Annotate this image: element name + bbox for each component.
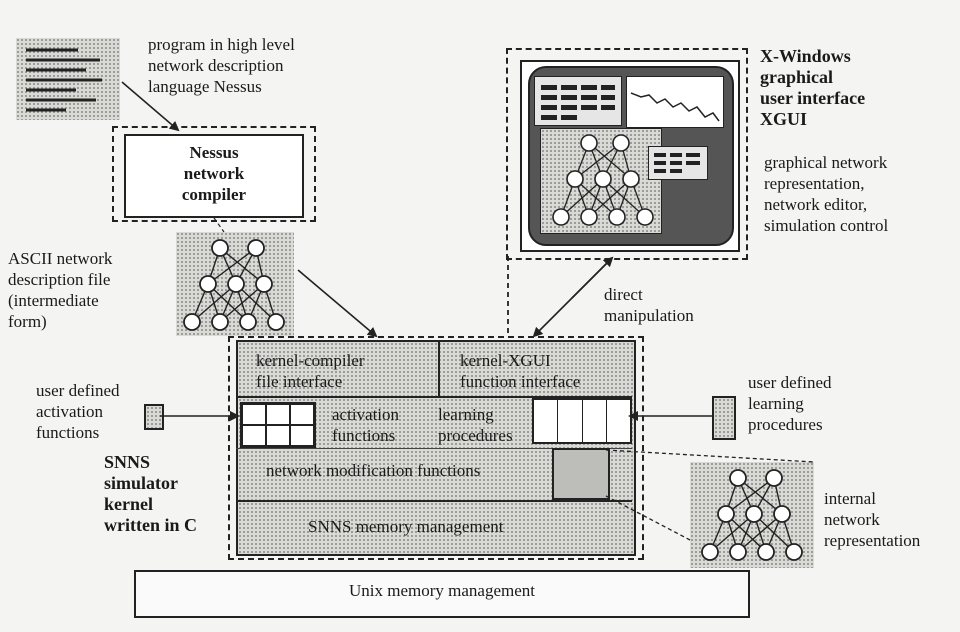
xgui-graph-panel xyxy=(626,76,724,128)
internal-connector-bottom xyxy=(605,495,691,541)
user-activation-label: user defined activation functions xyxy=(36,381,120,442)
compiler-dashed-border xyxy=(112,126,316,222)
compiler-interface-label: kernel-compiler file interface xyxy=(256,351,365,391)
memory-management-label: SNNS memory management xyxy=(308,517,504,536)
activation-functions-label: activation functions xyxy=(332,405,400,445)
xgui-dashed-border xyxy=(506,48,748,260)
compiler-box xyxy=(124,134,304,218)
xgui-description: graphical network representation, networ… xyxy=(764,153,889,235)
xgui-interface-label: kernel-XGUI function interface xyxy=(460,351,581,391)
direct-manipulation-label: direct manipulation xyxy=(604,285,694,325)
learning-procedures-label: learning procedures xyxy=(438,405,513,445)
mini-table-icon xyxy=(654,153,700,173)
text-lines-icon xyxy=(26,48,102,112)
user-learning-label: user defined learning procedures xyxy=(748,373,832,434)
user-learning-box xyxy=(712,396,736,440)
unix-memory-box xyxy=(134,570,750,618)
manipulation-arrow-down xyxy=(532,257,613,338)
kernel-divider-1 xyxy=(236,448,632,449)
xgui-title: X-Windows graphical user interface XGUI xyxy=(760,46,866,129)
learning-procedure-slots xyxy=(532,398,632,444)
kernel-divider-2 xyxy=(236,500,632,502)
table-icon xyxy=(541,85,615,120)
compiler-label: Nessus network compiler xyxy=(181,143,247,204)
network-modification-label: network modification functions xyxy=(266,461,481,480)
xgui-small-table xyxy=(648,146,708,180)
unix-memory-label: Unix memory management xyxy=(348,581,535,600)
internal-network-slot xyxy=(552,448,610,500)
ascii-caption: ASCII network description file (intermed… xyxy=(8,249,113,331)
kernel-title: SNNS simulator kernel written in C xyxy=(104,452,197,535)
program-listing-icon xyxy=(16,38,120,120)
xgui-interface-cell xyxy=(438,340,632,398)
ascii-to-kernel-arrow xyxy=(297,269,378,338)
source-to-compiler-arrow xyxy=(121,81,180,132)
line-graph-icon xyxy=(630,92,720,122)
compiler-to-ascii-line xyxy=(213,217,225,233)
kernel-dashed-border xyxy=(228,336,644,560)
source-caption: program in high level network descriptio… xyxy=(148,35,295,96)
internal-connector-top xyxy=(605,449,815,463)
internal-network-icon xyxy=(690,462,814,568)
activation-function-slots xyxy=(240,402,316,448)
compiler-interface-cell xyxy=(236,340,440,398)
xgui-table-panel xyxy=(534,76,622,126)
user-activation-box xyxy=(144,404,164,430)
ascii-network-icon xyxy=(176,232,294,336)
internal-network-label: internal network representation xyxy=(824,489,921,550)
xgui-network-panel xyxy=(540,128,662,234)
